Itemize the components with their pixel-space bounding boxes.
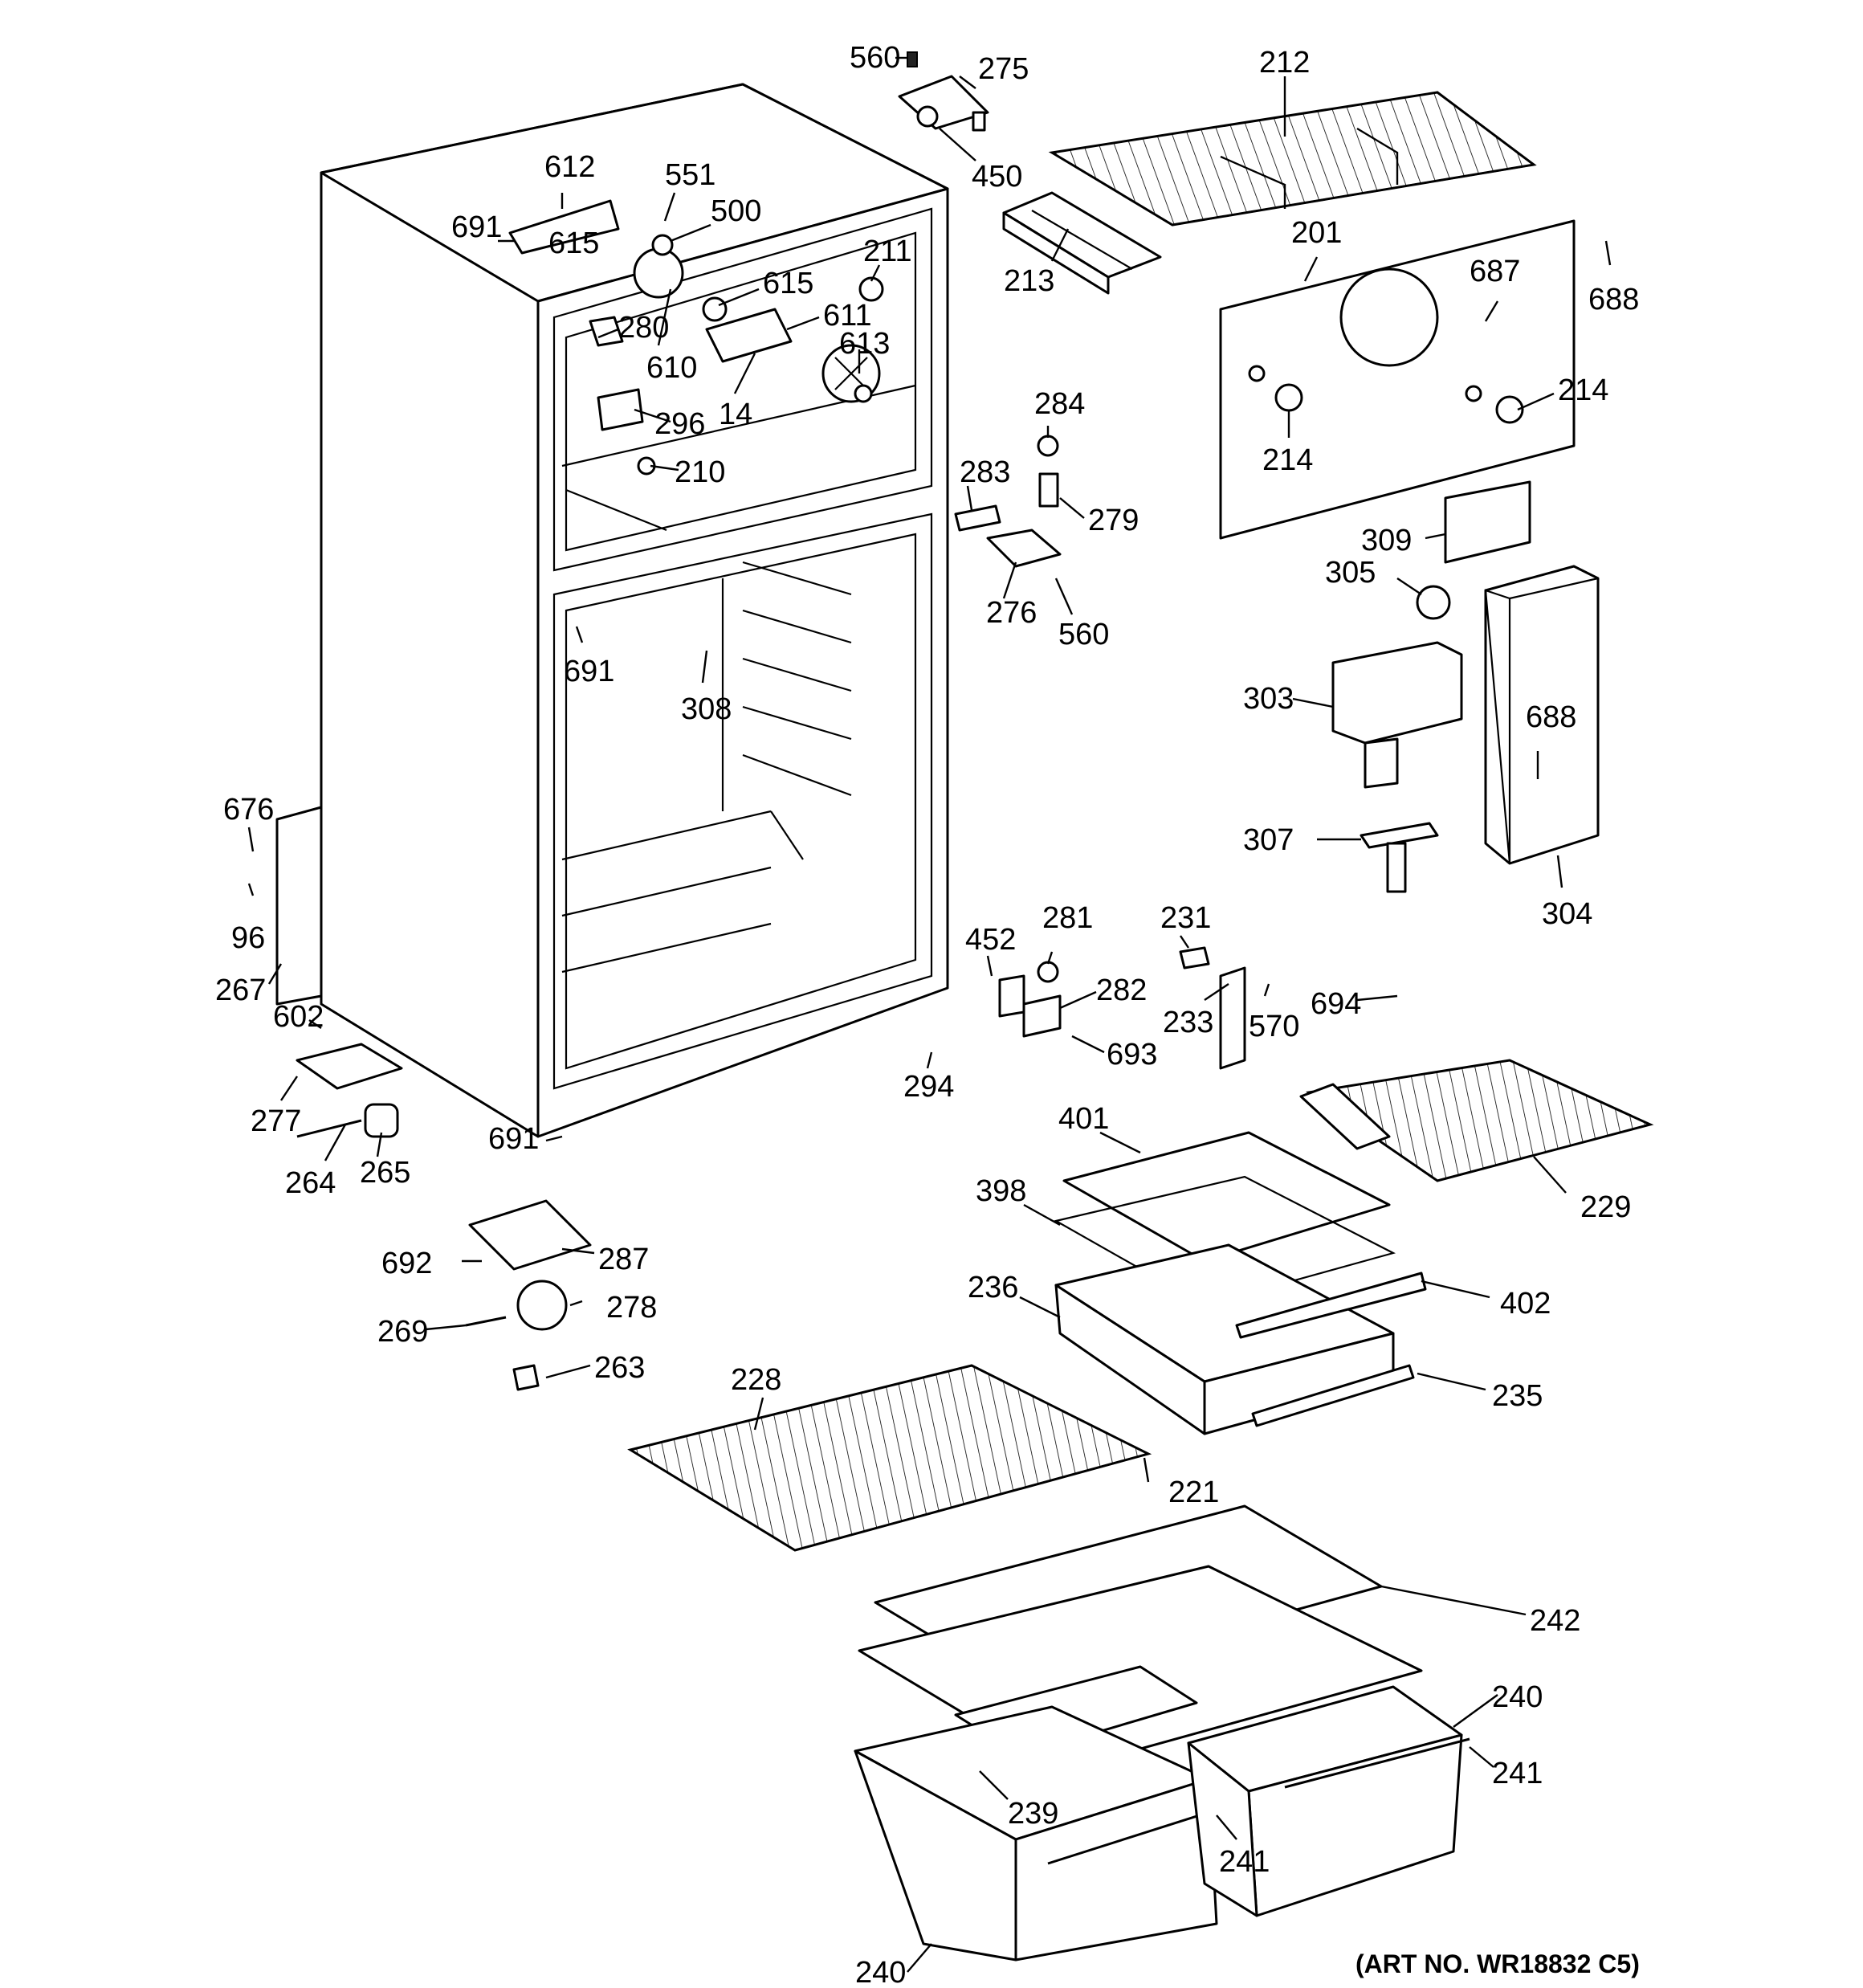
callout-233: 233 <box>1163 1006 1213 1039</box>
callout-691-mid: 691 <box>564 655 614 688</box>
callout-303: 303 <box>1243 682 1294 716</box>
callout-241-right: 241 <box>1492 1757 1543 1790</box>
callout-688-top: 688 <box>1588 283 1639 316</box>
callout-228: 228 <box>731 1363 781 1397</box>
callout-281: 281 <box>1042 901 1093 935</box>
callout-551: 551 <box>665 158 715 192</box>
freezer-rear-panel <box>1219 219 1576 540</box>
callout-240-right: 240 <box>1492 1680 1543 1714</box>
art-number: (ART NO. WR18832 C5) <box>1355 1949 1640 1978</box>
callout-692: 692 <box>381 1247 432 1280</box>
callout-307: 307 <box>1243 823 1294 857</box>
callout-267: 267 <box>215 974 266 1007</box>
callout-560-mid: 560 <box>1058 618 1109 651</box>
callout-452: 452 <box>965 923 1016 957</box>
callout-96: 96 <box>231 921 265 955</box>
pan-cover-and-drawers <box>854 1504 1470 1961</box>
callout-305: 305 <box>1325 556 1376 590</box>
callout-labels: 560 275 450 212 213 201 687 688 214 214 … <box>215 41 1640 1988</box>
top-hinge <box>898 51 989 132</box>
callout-304: 304 <box>1542 897 1592 931</box>
callout-229: 229 <box>1580 1190 1631 1224</box>
callout-687: 687 <box>1470 255 1520 288</box>
callout-212: 212 <box>1259 46 1310 80</box>
callout-214-left: 214 <box>1262 443 1313 477</box>
callout-401: 401 <box>1058 1102 1109 1136</box>
callout-277: 277 <box>251 1104 301 1138</box>
center-hinge <box>954 435 1246 1070</box>
fresh-food-wire-shelf <box>627 1364 1152 1552</box>
freezer-hardware <box>508 199 884 476</box>
callout-694: 694 <box>1311 987 1361 1021</box>
callout-287: 287 <box>598 1243 649 1276</box>
callout-398: 398 <box>976 1174 1026 1208</box>
callout-279: 279 <box>1088 504 1139 537</box>
callout-308: 308 <box>681 692 732 726</box>
callout-615-mid: 615 <box>763 267 813 300</box>
callout-282: 282 <box>1096 974 1147 1007</box>
callout-688-mid: 688 <box>1526 700 1576 734</box>
callout-691-top: 691 <box>451 210 502 244</box>
callout-693: 693 <box>1107 1038 1157 1072</box>
freezer-wire-shelf <box>1048 91 1537 227</box>
callout-236: 236 <box>968 1271 1018 1304</box>
callout-294: 294 <box>903 1070 954 1104</box>
callout-275: 275 <box>978 52 1029 86</box>
callout-210: 210 <box>675 455 725 489</box>
callout-610: 610 <box>646 351 697 385</box>
callout-240-bottom: 240 <box>855 1956 906 1988</box>
callout-213: 213 <box>1004 264 1054 298</box>
callout-280: 280 <box>618 311 669 345</box>
callout-500: 500 <box>711 194 761 228</box>
callout-309: 309 <box>1361 524 1412 557</box>
callout-221: 221 <box>1168 1476 1219 1509</box>
callout-612: 612 <box>544 150 595 184</box>
callout-284: 284 <box>1034 387 1085 421</box>
callout-611: 611 <box>823 299 872 333</box>
door-shelf <box>1299 1059 1654 1182</box>
leader-lines <box>247 56 1612 1973</box>
evaporator-cover <box>1484 565 1600 865</box>
refrigerator-cabinet <box>320 83 949 1138</box>
callout-296: 296 <box>654 407 705 441</box>
callout-235: 235 <box>1492 1379 1543 1413</box>
callout-242: 242 <box>1530 1604 1580 1638</box>
callout-231: 231 <box>1160 901 1211 935</box>
callout-450: 450 <box>972 160 1022 194</box>
callout-613: 613 <box>839 327 890 361</box>
left-hinge-hardware <box>275 806 592 1391</box>
callout-263: 263 <box>594 1351 645 1385</box>
callout-241-bottom: 241 <box>1219 1845 1270 1879</box>
callout-239: 239 <box>1008 1797 1058 1831</box>
callout-14: 14 <box>719 398 752 431</box>
callout-214-right: 214 <box>1558 374 1608 407</box>
callout-201: 201 <box>1291 216 1342 250</box>
callout-615-top: 615 <box>548 227 599 260</box>
callout-211: 211 <box>863 235 912 268</box>
callout-264: 264 <box>285 1166 336 1200</box>
callout-265: 265 <box>360 1156 410 1190</box>
callout-602: 602 <box>273 1000 324 1034</box>
callout-283: 283 <box>960 455 1010 489</box>
callout-269: 269 <box>377 1315 428 1349</box>
callout-278: 278 <box>606 1291 657 1325</box>
crisper-assembly <box>1054 1131 1427 1435</box>
control-housing <box>1331 480 1531 893</box>
callout-402: 402 <box>1500 1287 1551 1321</box>
callout-676: 676 <box>223 793 274 827</box>
callout-691-bottom: 691 <box>488 1122 539 1156</box>
callout-570: 570 <box>1249 1010 1299 1043</box>
callout-560-top: 560 <box>850 41 900 75</box>
callout-276: 276 <box>986 596 1037 630</box>
